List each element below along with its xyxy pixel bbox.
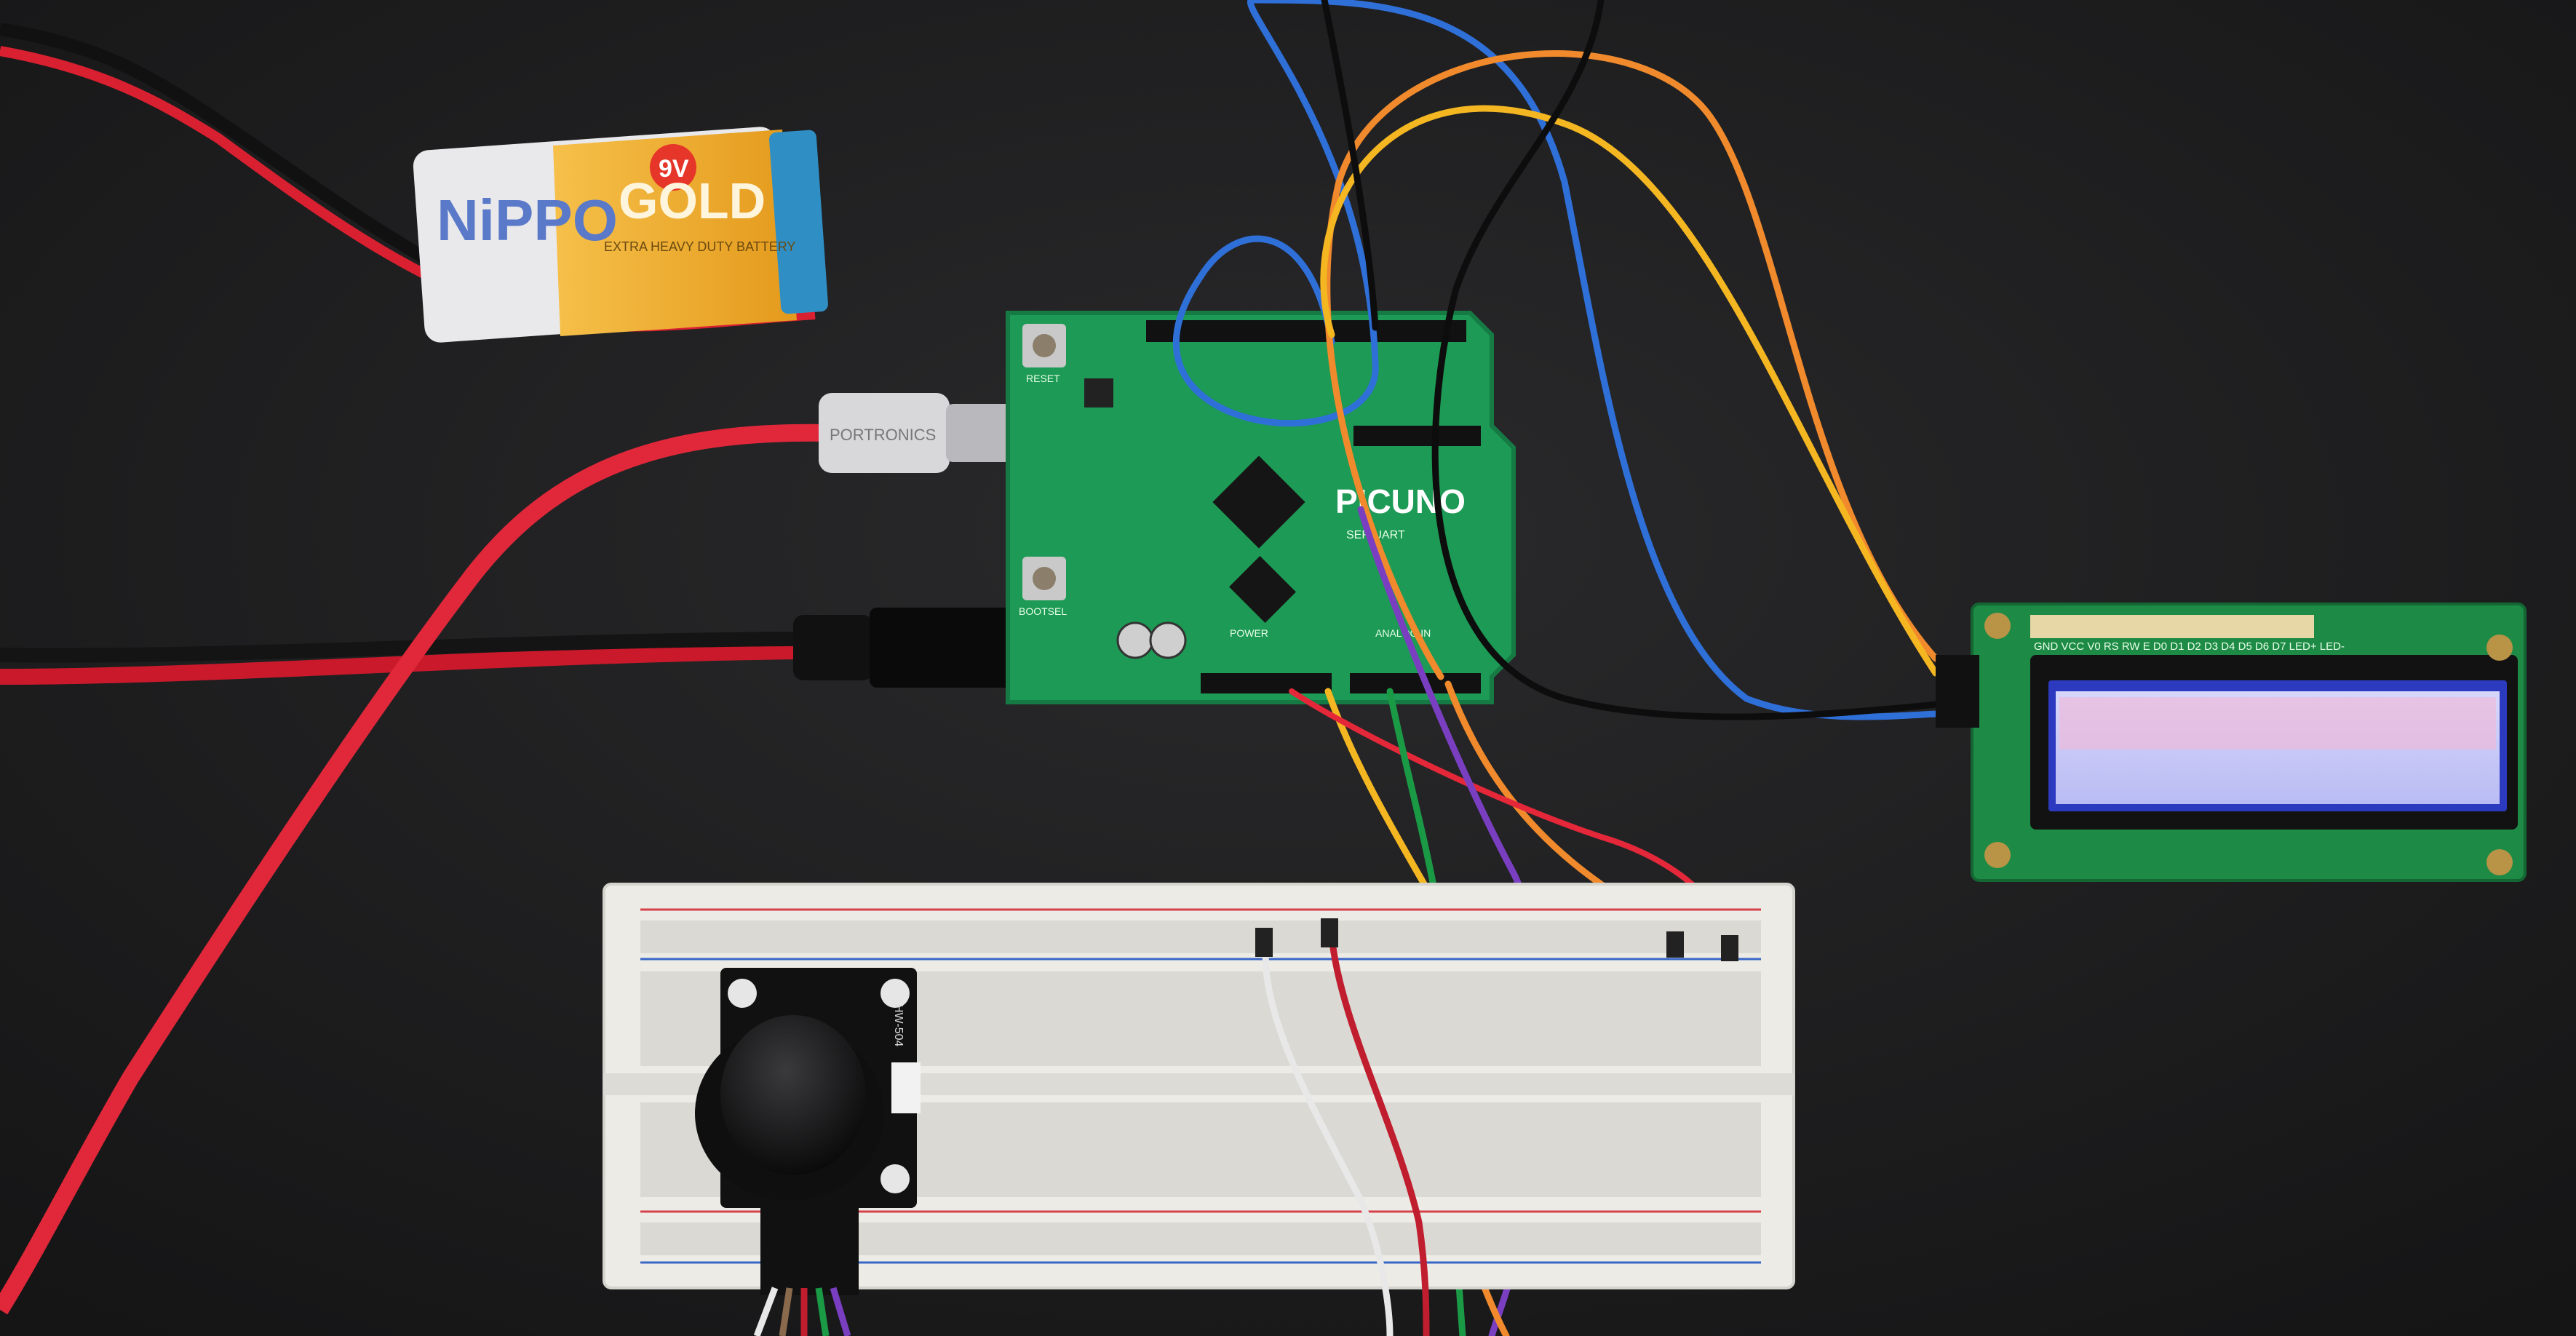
usb-cable-label: PORTRONICS: [830, 426, 936, 444]
board-name: PICUNO: [1335, 482, 1466, 520]
breadboard-wires: [1255, 918, 1738, 1336]
picuno-board: PICUNO RESET BOOTSEL SER UART POWER ANAL…: [1006, 311, 1516, 704]
lcd-row-1: [2059, 697, 2496, 749]
bootsel-label: BOOTSEL: [1019, 605, 1067, 617]
wire-black: [1321, 0, 1379, 331]
wire-red: [1328, 931, 1430, 1336]
power-label: POWER: [1230, 627, 1268, 639]
joystick-knob: [720, 1015, 866, 1175]
joystick-module: HW-504: [695, 968, 921, 1295]
joystick-module-label: HW-504: [892, 1004, 905, 1046]
battery-subtitle: EXTRA HEAVY DUTY BATTERY: [604, 239, 795, 254]
9v-battery: NiPPO 9V GOLD EXTRA HEAVY DUTY BATTERY: [413, 127, 828, 343]
battery-brand: NiPPO: [437, 188, 618, 253]
battery-label: GOLD: [619, 172, 766, 229]
lcd-pin-header-labels: GND VCC V0 RS RW E D0 D1 D2 D3 D4 D5 D6 …: [2034, 640, 2345, 653]
wire-orange: [1324, 50, 1939, 680]
reset-label: RESET: [1026, 373, 1060, 384]
lcd-16x2-module: GND VCC V0 RS RW E D0 D1 D2 D3 D4 D5 D6 …: [1936, 603, 2527, 882]
wire-blue: [1173, 0, 1379, 427]
wire-white: [1262, 942, 1394, 1336]
battery-badge: 9V: [659, 155, 689, 183]
joystick-wires: [753, 1287, 851, 1336]
wire-yellow: [1320, 105, 1939, 677]
usb-c-plug: PORTRONICS: [819, 393, 1026, 473]
